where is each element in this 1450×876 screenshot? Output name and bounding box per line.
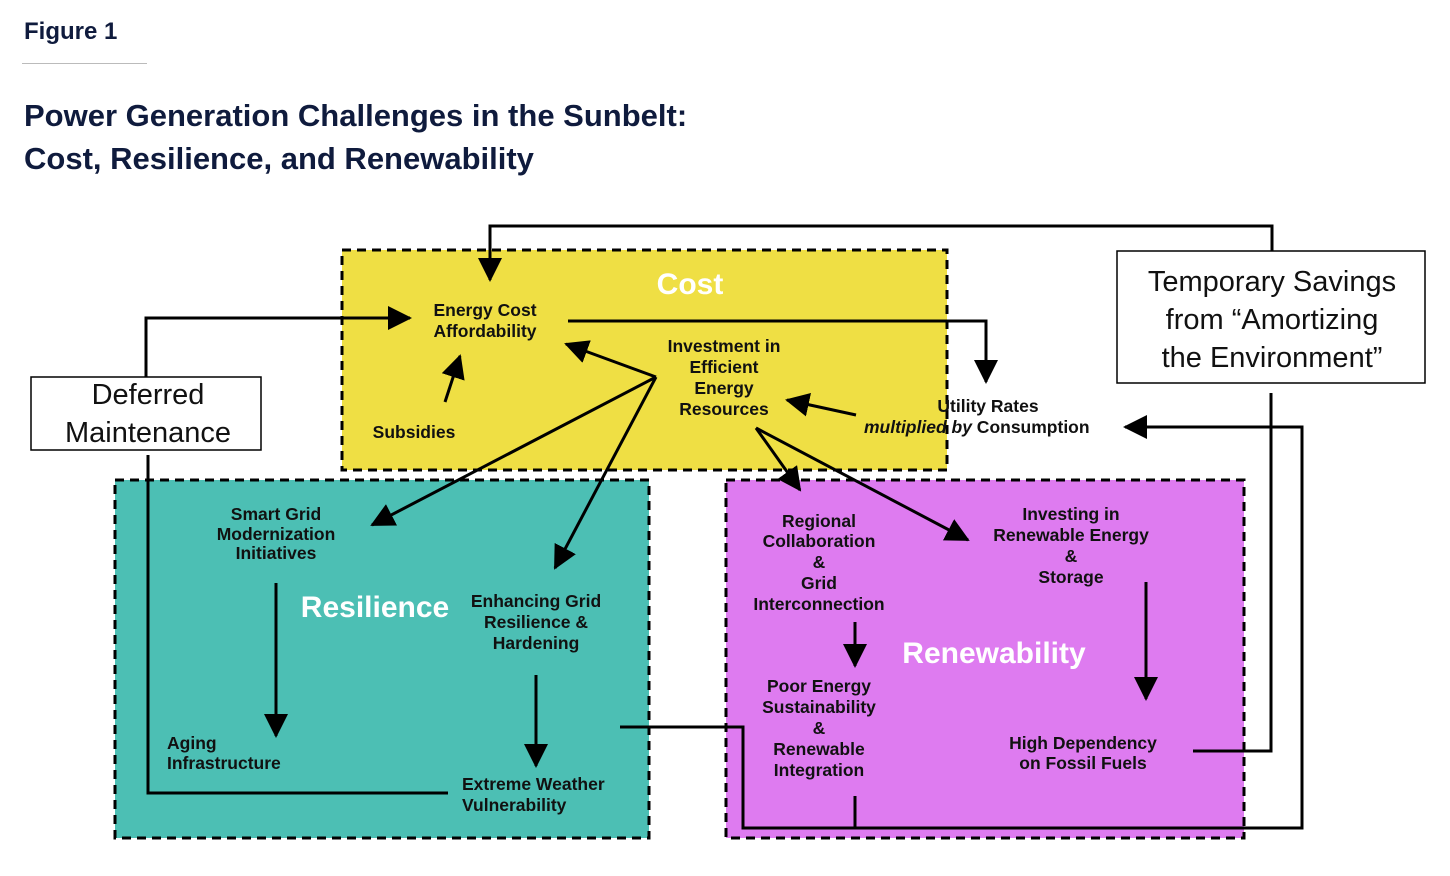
title-line-2: Cost, Resilience, and Renewability [24, 141, 534, 176]
page-title: Power Generation Challenges in the Sunbe… [24, 94, 687, 180]
node-subsidies: Subsidies [373, 422, 456, 442]
node-utility-rates: Utility Rates [937, 396, 1038, 416]
cost-label: Cost [657, 268, 724, 301]
node-utility-rates-line2: multiplied by Consumption [864, 417, 1090, 437]
renewability-group [724, 478, 1246, 840]
resilience-label: Resilience [301, 591, 449, 624]
renewability-label: Renewability [902, 637, 1086, 670]
resilience-group [113, 478, 651, 840]
divider [22, 63, 147, 64]
connectors [144, 224, 1304, 830]
figure-label: Figure 1 [24, 18, 118, 45]
title-line-1: Power Generation Challenges in the Sunbe… [24, 98, 688, 133]
